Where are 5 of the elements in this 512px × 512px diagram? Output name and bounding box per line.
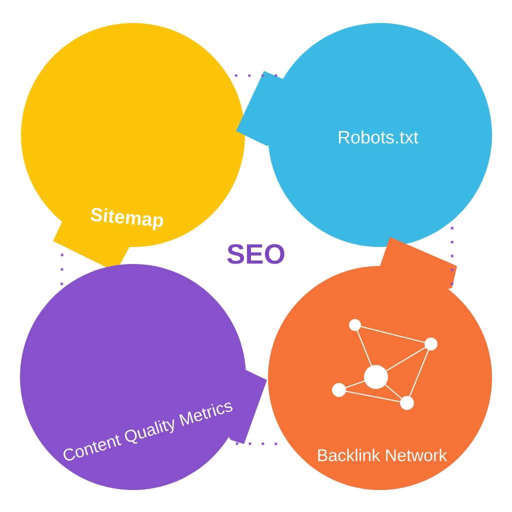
dotted-connector [60, 254, 64, 286]
dotted-connector [234, 74, 278, 77]
dotted-connector [236, 442, 278, 446]
speech-bubble: Content Quality Metrics [20, 264, 267, 490]
dotted-connector [450, 226, 454, 286]
